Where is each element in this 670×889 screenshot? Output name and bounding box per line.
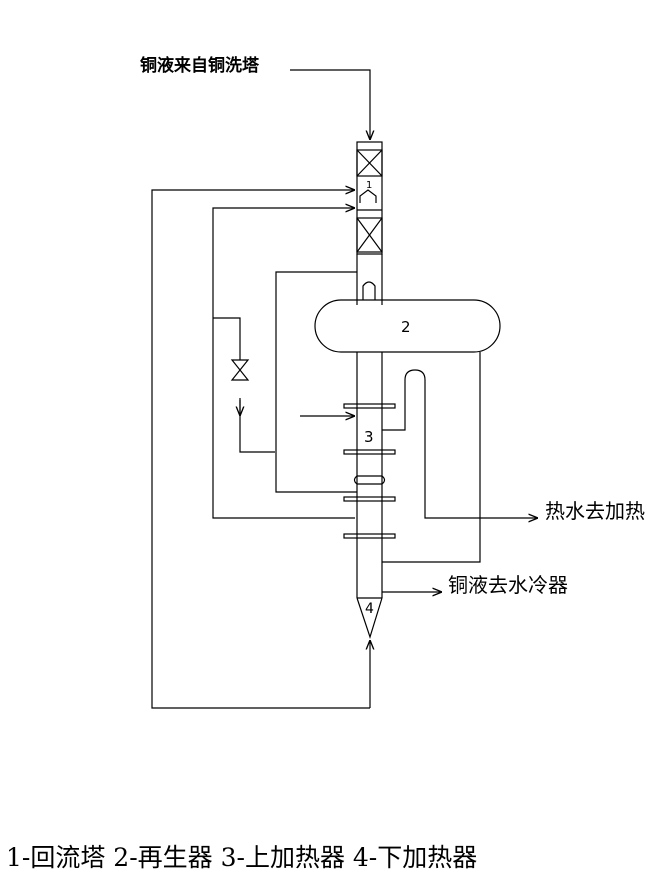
- regenerator-number: 2: [401, 318, 411, 336]
- reflux-loop: [151, 190, 370, 709]
- valve-icon: [230, 359, 250, 381]
- lower-heater-number: 4: [365, 601, 374, 617]
- column-upper: [356, 254, 383, 305]
- upper-heater-number: 3: [364, 428, 374, 446]
- heater-column: [343, 352, 396, 598]
- column-bypass-line: [275, 271, 357, 493]
- inlet-label: 铜液来自铜洗塔: [140, 55, 260, 76]
- inlet-line: [290, 69, 370, 140]
- legend-caption: 1-回流塔 2-再生器 3-上加热器 4-下加热器: [6, 843, 478, 872]
- regenerator-return-line: [382, 352, 481, 563]
- reflux-tower: [356, 141, 383, 255]
- valve-loop: [212, 208, 355, 519]
- liquor-outlet-label: 铜液去水冷器: [448, 573, 568, 597]
- lower-heater: [356, 597, 383, 639]
- hot-water-label: 热水去加热: [545, 499, 645, 523]
- reflux-tower-number: 1: [366, 180, 372, 191]
- regenerator-vessel: [314, 299, 501, 353]
- hot-water-line: [382, 369, 538, 518]
